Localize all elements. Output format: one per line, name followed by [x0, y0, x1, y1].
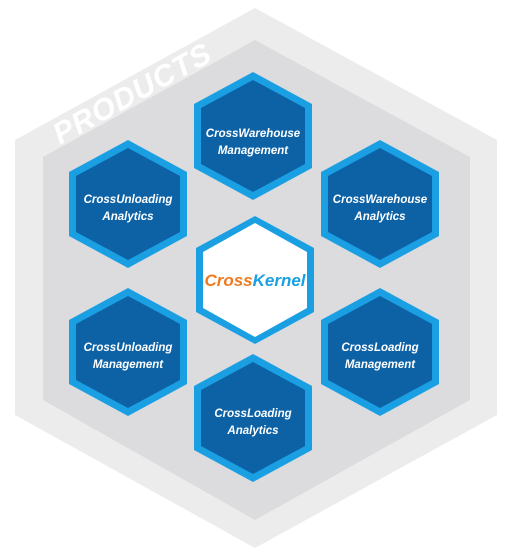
core-hex: CrossKernel: [196, 216, 314, 344]
core-hex-fill: [203, 223, 307, 337]
core-label-kernel: Kernel: [253, 271, 307, 290]
module-label-line2: Analytics: [353, 211, 405, 223]
module-label-line2: Management: [218, 145, 289, 157]
module-label-line2: Analytics: [226, 425, 278, 437]
module-hex-fill: [76, 296, 180, 408]
module-label-line1: CrossLoading: [214, 408, 291, 420]
module-hex-fill: [201, 362, 305, 474]
module-label-line2: Management: [93, 359, 164, 371]
module-label-line1: CrossLoading: [341, 342, 418, 354]
module-hex-fill: [76, 148, 180, 260]
module-label-line1: CrossWarehouse: [206, 128, 301, 140]
core-label-cross: Cross: [204, 271, 252, 290]
module-hex-fill: [201, 80, 305, 192]
module-label-line2: Analytics: [101, 211, 153, 223]
module-hex-fill: [328, 296, 432, 408]
core-label: CrossKernel: [204, 271, 306, 290]
module-label-line1: CrossUnloading: [84, 342, 173, 354]
module-label-line2: Management: [345, 359, 416, 371]
module-hex-fill: [328, 148, 432, 260]
module-label-line1: CrossUnloading: [84, 194, 173, 206]
module-label-line1: CrossWarehouse: [333, 194, 428, 206]
